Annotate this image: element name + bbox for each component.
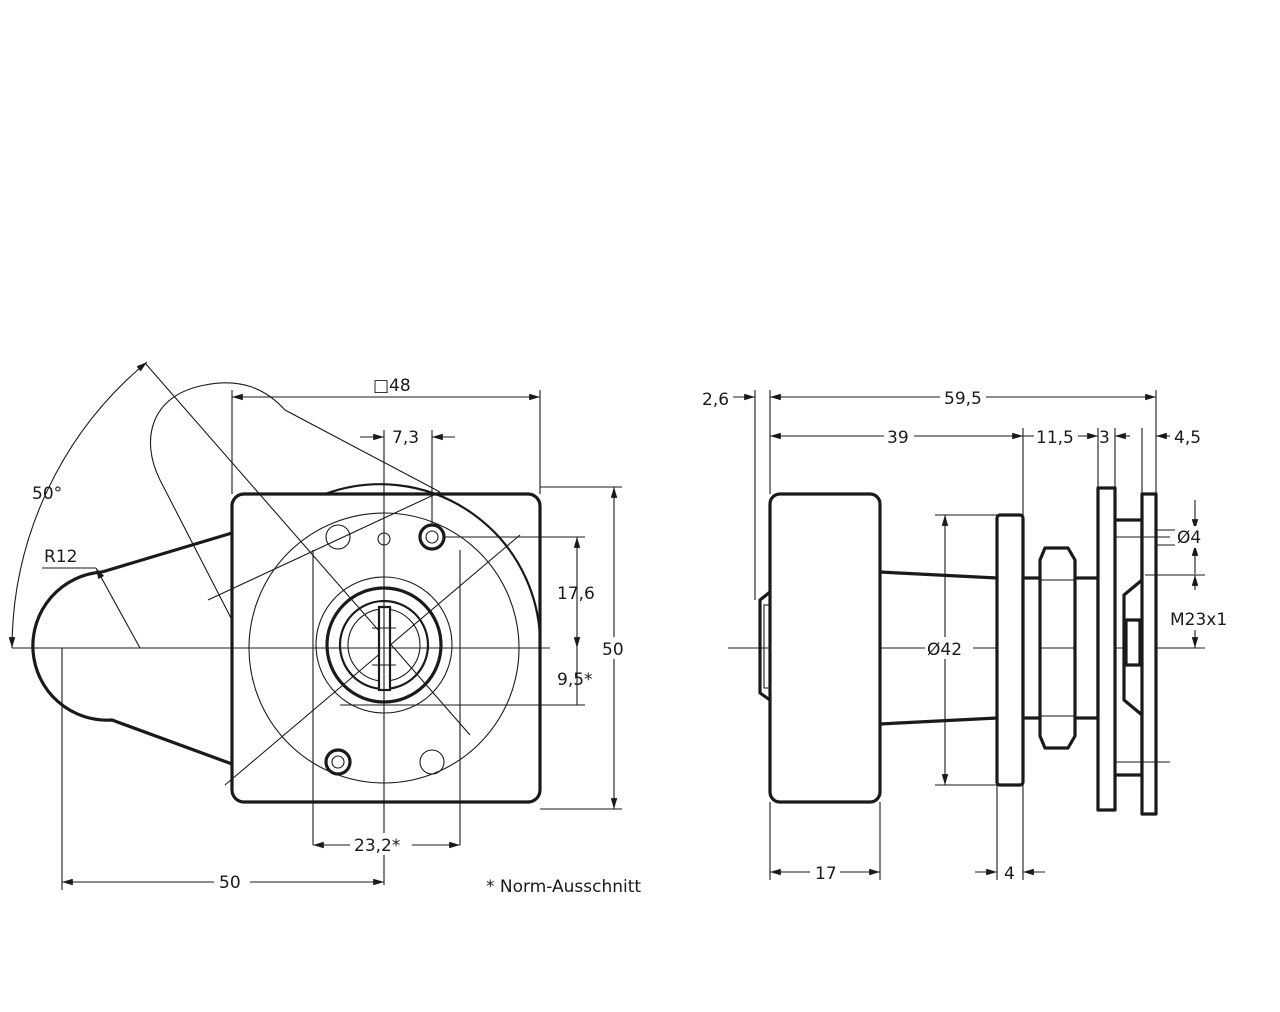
dim-body-length: 39 bbox=[887, 428, 909, 448]
mounting-hole bbox=[418, 523, 446, 551]
mounting-hole bbox=[331, 755, 345, 769]
label-bg bbox=[350, 833, 412, 855]
dim-flange: 4 bbox=[1004, 864, 1015, 884]
mounting-plate bbox=[1096, 486, 1117, 812]
dim-angle: 50° bbox=[32, 484, 62, 504]
cam-pin bbox=[1124, 618, 1142, 667]
dim-radius: R12 bbox=[44, 547, 77, 567]
dim-cam-length: 50 bbox=[219, 873, 241, 893]
label-bg bbox=[925, 637, 973, 659]
mounting-hole bbox=[324, 748, 352, 776]
dim-plate-thickness: 3 bbox=[1099, 428, 1110, 448]
side-view: 2,6 59,5 39 11,5 3 4,5 Ø4 M23x1 bbox=[702, 385, 1227, 884]
dim-thread-length: 11,5 bbox=[1036, 428, 1074, 448]
dim-cam-offset: 7,3 bbox=[392, 428, 419, 448]
label-bg bbox=[1034, 425, 1078, 447]
rotation-arc-thick bbox=[324, 483, 542, 651]
dim-knob-lip: 2,6 bbox=[702, 390, 729, 410]
footnote: * Norm-Ausschnitt bbox=[486, 877, 641, 897]
label-bg bbox=[810, 861, 840, 883]
dim-cutout-offset: 9,5* bbox=[557, 670, 593, 690]
label-bg bbox=[940, 385, 986, 407]
flange bbox=[995, 513, 1025, 787]
neck bbox=[879, 570, 998, 726]
cam-plate bbox=[1140, 492, 1158, 816]
label-bg bbox=[1175, 526, 1211, 548]
leader bbox=[95, 567, 141, 649]
label-bg bbox=[214, 870, 250, 892]
knob-lip bbox=[758, 590, 771, 702]
dim-overall-length: 59,5 bbox=[944, 389, 982, 409]
construction-line bbox=[224, 534, 521, 786]
mounting-hole bbox=[419, 749, 445, 775]
label-bg bbox=[884, 425, 914, 447]
dim-height: 50 bbox=[602, 640, 624, 660]
mounting-hole bbox=[325, 524, 351, 550]
knob bbox=[768, 492, 882, 804]
construction-line bbox=[207, 491, 441, 601]
construction-line bbox=[144, 362, 471, 736]
dim-knob-width: 17 bbox=[815, 864, 837, 884]
dim-square: □48 bbox=[373, 376, 411, 396]
label-bg bbox=[600, 637, 630, 659]
cutout-outline bbox=[312, 550, 461, 845]
mounting-hole bbox=[425, 530, 439, 544]
dim-hole-diameter: Ø4 bbox=[1177, 528, 1201, 548]
dim-cutout-width: 23,2* bbox=[354, 836, 400, 856]
dim-cam-thickness: 4,5 bbox=[1174, 428, 1201, 448]
dim-hole-spacing: 17,6 bbox=[557, 584, 595, 604]
dim-thread: M23x1 bbox=[1170, 610, 1227, 630]
dim-angle-arc bbox=[8, 361, 148, 649]
front-view: □48 7,3 50° R12 17,6 9,5* 50 23,2* bbox=[8, 361, 641, 897]
dim-knob-diameter: Ø42 bbox=[927, 640, 962, 660]
